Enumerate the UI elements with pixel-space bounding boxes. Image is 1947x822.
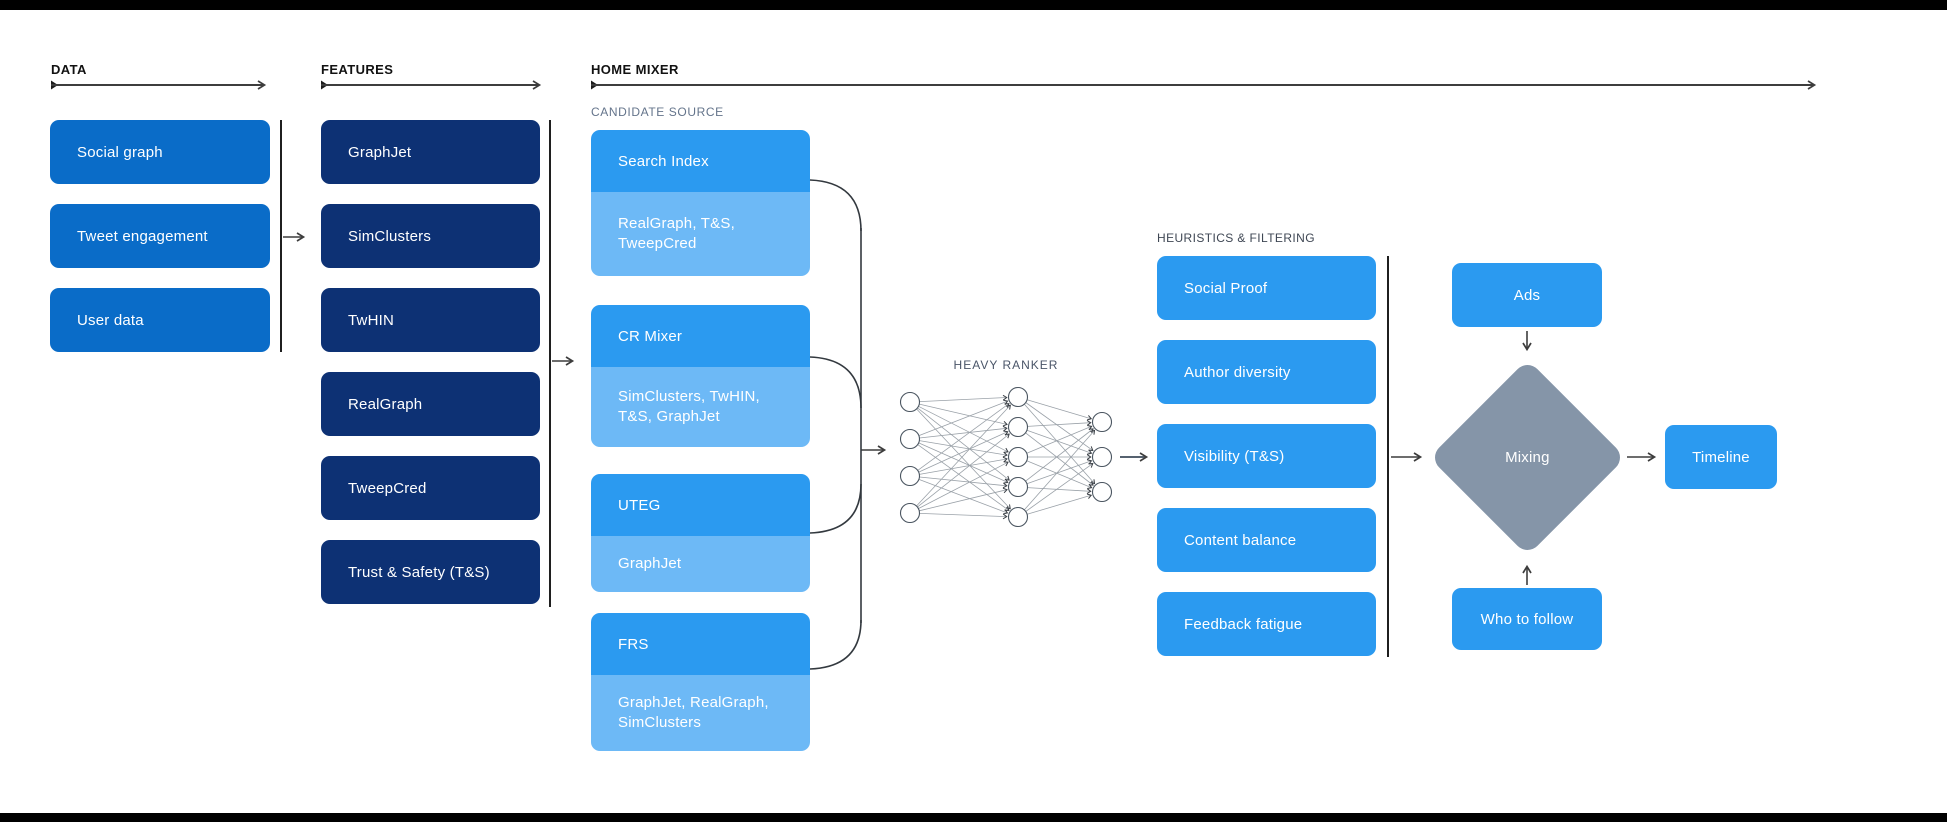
candidate-title: FRS [591,613,810,675]
heavy-ranker-label: HEAVY RANKER [953,358,1059,372]
heuristics-filtering-label: HEURISTICS & FILTERING [1157,231,1315,245]
candidate-sources: SimClusters, TwHIN, T&S, GraphJet [591,367,810,447]
data-box-social-graph: Social graph [50,120,270,184]
candidate-sources: RealGraph, T&S, TweepCred [591,192,810,276]
candidate-group-cr-mixer: CR Mixer SimClusters, TwHIN, T&S, GraphJ… [591,305,810,447]
candidate-sources: GraphJet, RealGraph, SimClusters [591,675,810,751]
candidate-group-search-index: Search Index RealGraph, T&S, TweepCred [591,130,810,276]
feature-box-simclusters: SimClusters [321,204,540,268]
heuristic-box-social-proof: Social Proof [1157,256,1376,320]
heuristic-box-visibility: Visibility (T&S) [1157,424,1376,488]
candidate-title: UTEG [591,474,810,536]
candidate-title: Search Index [591,130,810,192]
neural-network-illustration [899,386,1113,528]
ads-box: Ads [1452,263,1602,327]
candidate-source-label: CANDIDATE SOURCE [591,105,724,119]
home-mixer-section-label: HOME MIXER [591,62,679,77]
feature-box-graphjet: GraphJet [321,120,540,184]
cr-mixer-connector [809,356,862,409]
data-header-arrow [51,80,267,90]
features-header-arrow [321,80,542,90]
data-box-tweet-engagement: Tweet engagement [50,204,270,268]
timeline-box: Timeline [1665,425,1777,489]
feature-box-twhin: TwHIN [321,288,540,352]
features-section-label: FEATURES [321,62,394,77]
feature-box-realgraph: RealGraph [321,372,540,436]
heuristic-box-author-diversity: Author diversity [1157,340,1376,404]
data-section-label: DATA [51,62,87,77]
feature-box-tweepcred: TweepCred [321,456,540,520]
top-black-bar [0,0,1947,10]
data-box-user-data: User data [50,288,270,352]
who-to-follow-box: Who to follow [1452,588,1602,650]
feature-box-trust-safety: Trust & Safety (T&S) [321,540,540,604]
uteg-connector [809,483,862,534]
candidate-collector [809,179,862,670]
bottom-black-bar [0,813,1947,822]
heuristic-box-feedback-fatigue: Feedback fatigue [1157,592,1376,656]
home-mixer-header-arrow [591,80,1817,90]
frs-connector [809,619,862,670]
heuristic-box-content-balance: Content balance [1157,508,1376,572]
candidate-sources: GraphJet [591,536,810,592]
candidate-group-uteg: UTEG GraphJet [591,474,810,592]
search-index-connector [809,179,862,232]
candidate-group-frs: FRS GraphJet, RealGraph, SimClusters [591,613,810,751]
candidate-title: CR Mixer [591,305,810,367]
